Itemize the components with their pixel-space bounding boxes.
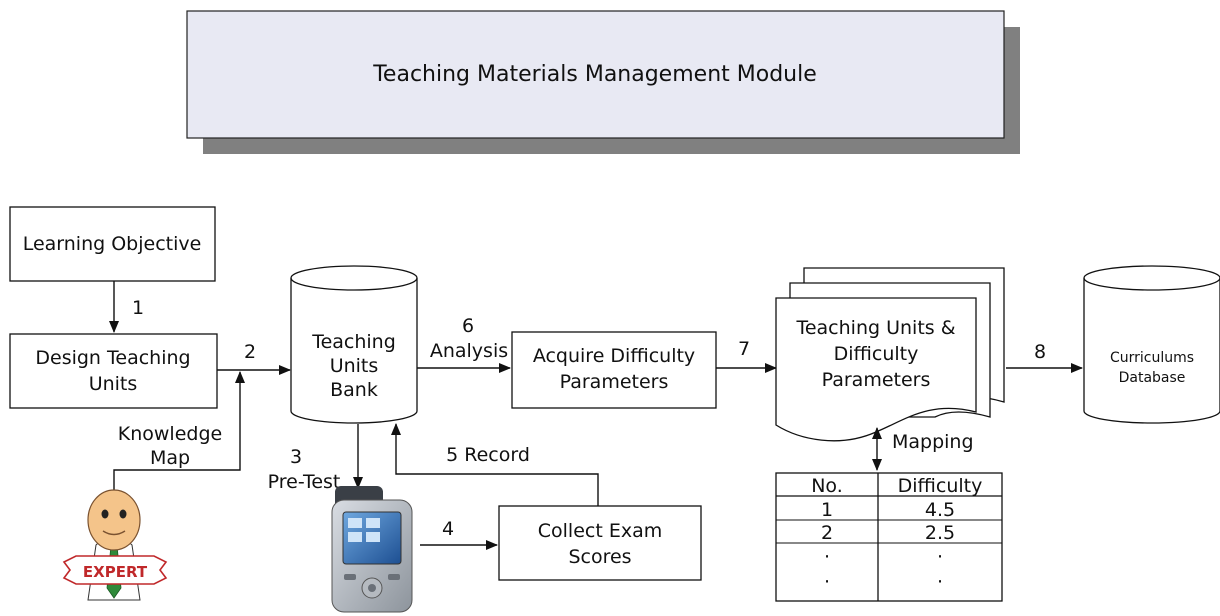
step-4-label: 4 — [442, 518, 454, 540]
units-params-line2: Difficulty — [834, 343, 919, 365]
step-6-label: 6 — [462, 315, 474, 337]
curriculums-line2: Database — [1119, 370, 1186, 386]
bank-line3: Bank — [330, 379, 378, 401]
design-units-line1: Design Teaching — [35, 347, 190, 369]
learning-objective-label: Learning Objective — [23, 233, 202, 255]
pretest-label: Pre-Test — [268, 471, 341, 493]
units-params-line3: Parameters — [822, 369, 931, 391]
table-cell: 2 — [821, 522, 833, 544]
collect-line1: Collect Exam — [538, 520, 662, 542]
step-3-label: 3 — [290, 446, 302, 468]
bank-line1: Teaching — [311, 331, 396, 353]
table-cell: · — [937, 571, 943, 593]
acquire-line1: Acquire Difficulty — [533, 345, 695, 367]
teaching-units-bank: Teaching Units Bank — [290, 265, 418, 424]
expert-figure-icon: EXPERT — [62, 489, 168, 601]
analysis-label: Analysis — [430, 340, 508, 362]
step-7-label: 7 — [738, 338, 750, 360]
acquire-line2: Parameters — [560, 371, 669, 393]
step-1-label: 1 — [132, 297, 144, 319]
expert-banner-label: EXPERT — [83, 563, 148, 581]
units-params-line1: Teaching Units & — [795, 317, 955, 339]
record-label: 5 Record — [446, 444, 530, 466]
table-cell: 2.5 — [925, 522, 955, 544]
module-title: Teaching Materials Management Module — [372, 62, 817, 87]
units-parameters-documents: Teaching Units & Difficulty Parameters — [775, 267, 1005, 442]
knowledge-label: Knowledge — [118, 423, 222, 445]
mapping-label: Mapping — [892, 431, 974, 453]
table-cell: 4.5 — [925, 499, 955, 521]
table-header-no: No. — [811, 475, 843, 497]
table-cell: · — [824, 546, 830, 568]
knowledge-map-connector — [113, 371, 245, 492]
table-header-difficulty: Difficulty — [898, 475, 983, 497]
arrow-5-record — [391, 423, 599, 506]
acquire-difficulty-box: Acquire Difficulty Parameters — [511, 331, 717, 409]
bank-line2: Units — [330, 355, 379, 377]
mobile-device-icon — [331, 486, 413, 613]
curriculums-database: Curriculums Database — [1083, 265, 1220, 424]
design-units-line2: Units — [89, 373, 138, 395]
table-cell: 1 — [821, 499, 833, 521]
map-label: Map — [150, 447, 190, 469]
step-8-label: 8 — [1034, 341, 1046, 363]
difficulty-table: No. Difficulty 1 4.5 2 2.5 · · · · — [775, 472, 1003, 602]
curriculums-line1: Curriculums — [1110, 350, 1194, 366]
table-cell: · — [937, 546, 943, 568]
table-cell: · — [824, 571, 830, 593]
design-teaching-units-box: Design Teaching Units — [9, 333, 218, 409]
learning-objective-box: Learning Objective — [9, 206, 216, 282]
module-title-box: Teaching Materials Management Module — [186, 10, 1020, 154]
step-2-label: 2 — [244, 341, 256, 363]
collect-exam-scores-box: Collect Exam Scores — [498, 505, 702, 581]
collect-line2: Scores — [568, 546, 631, 568]
